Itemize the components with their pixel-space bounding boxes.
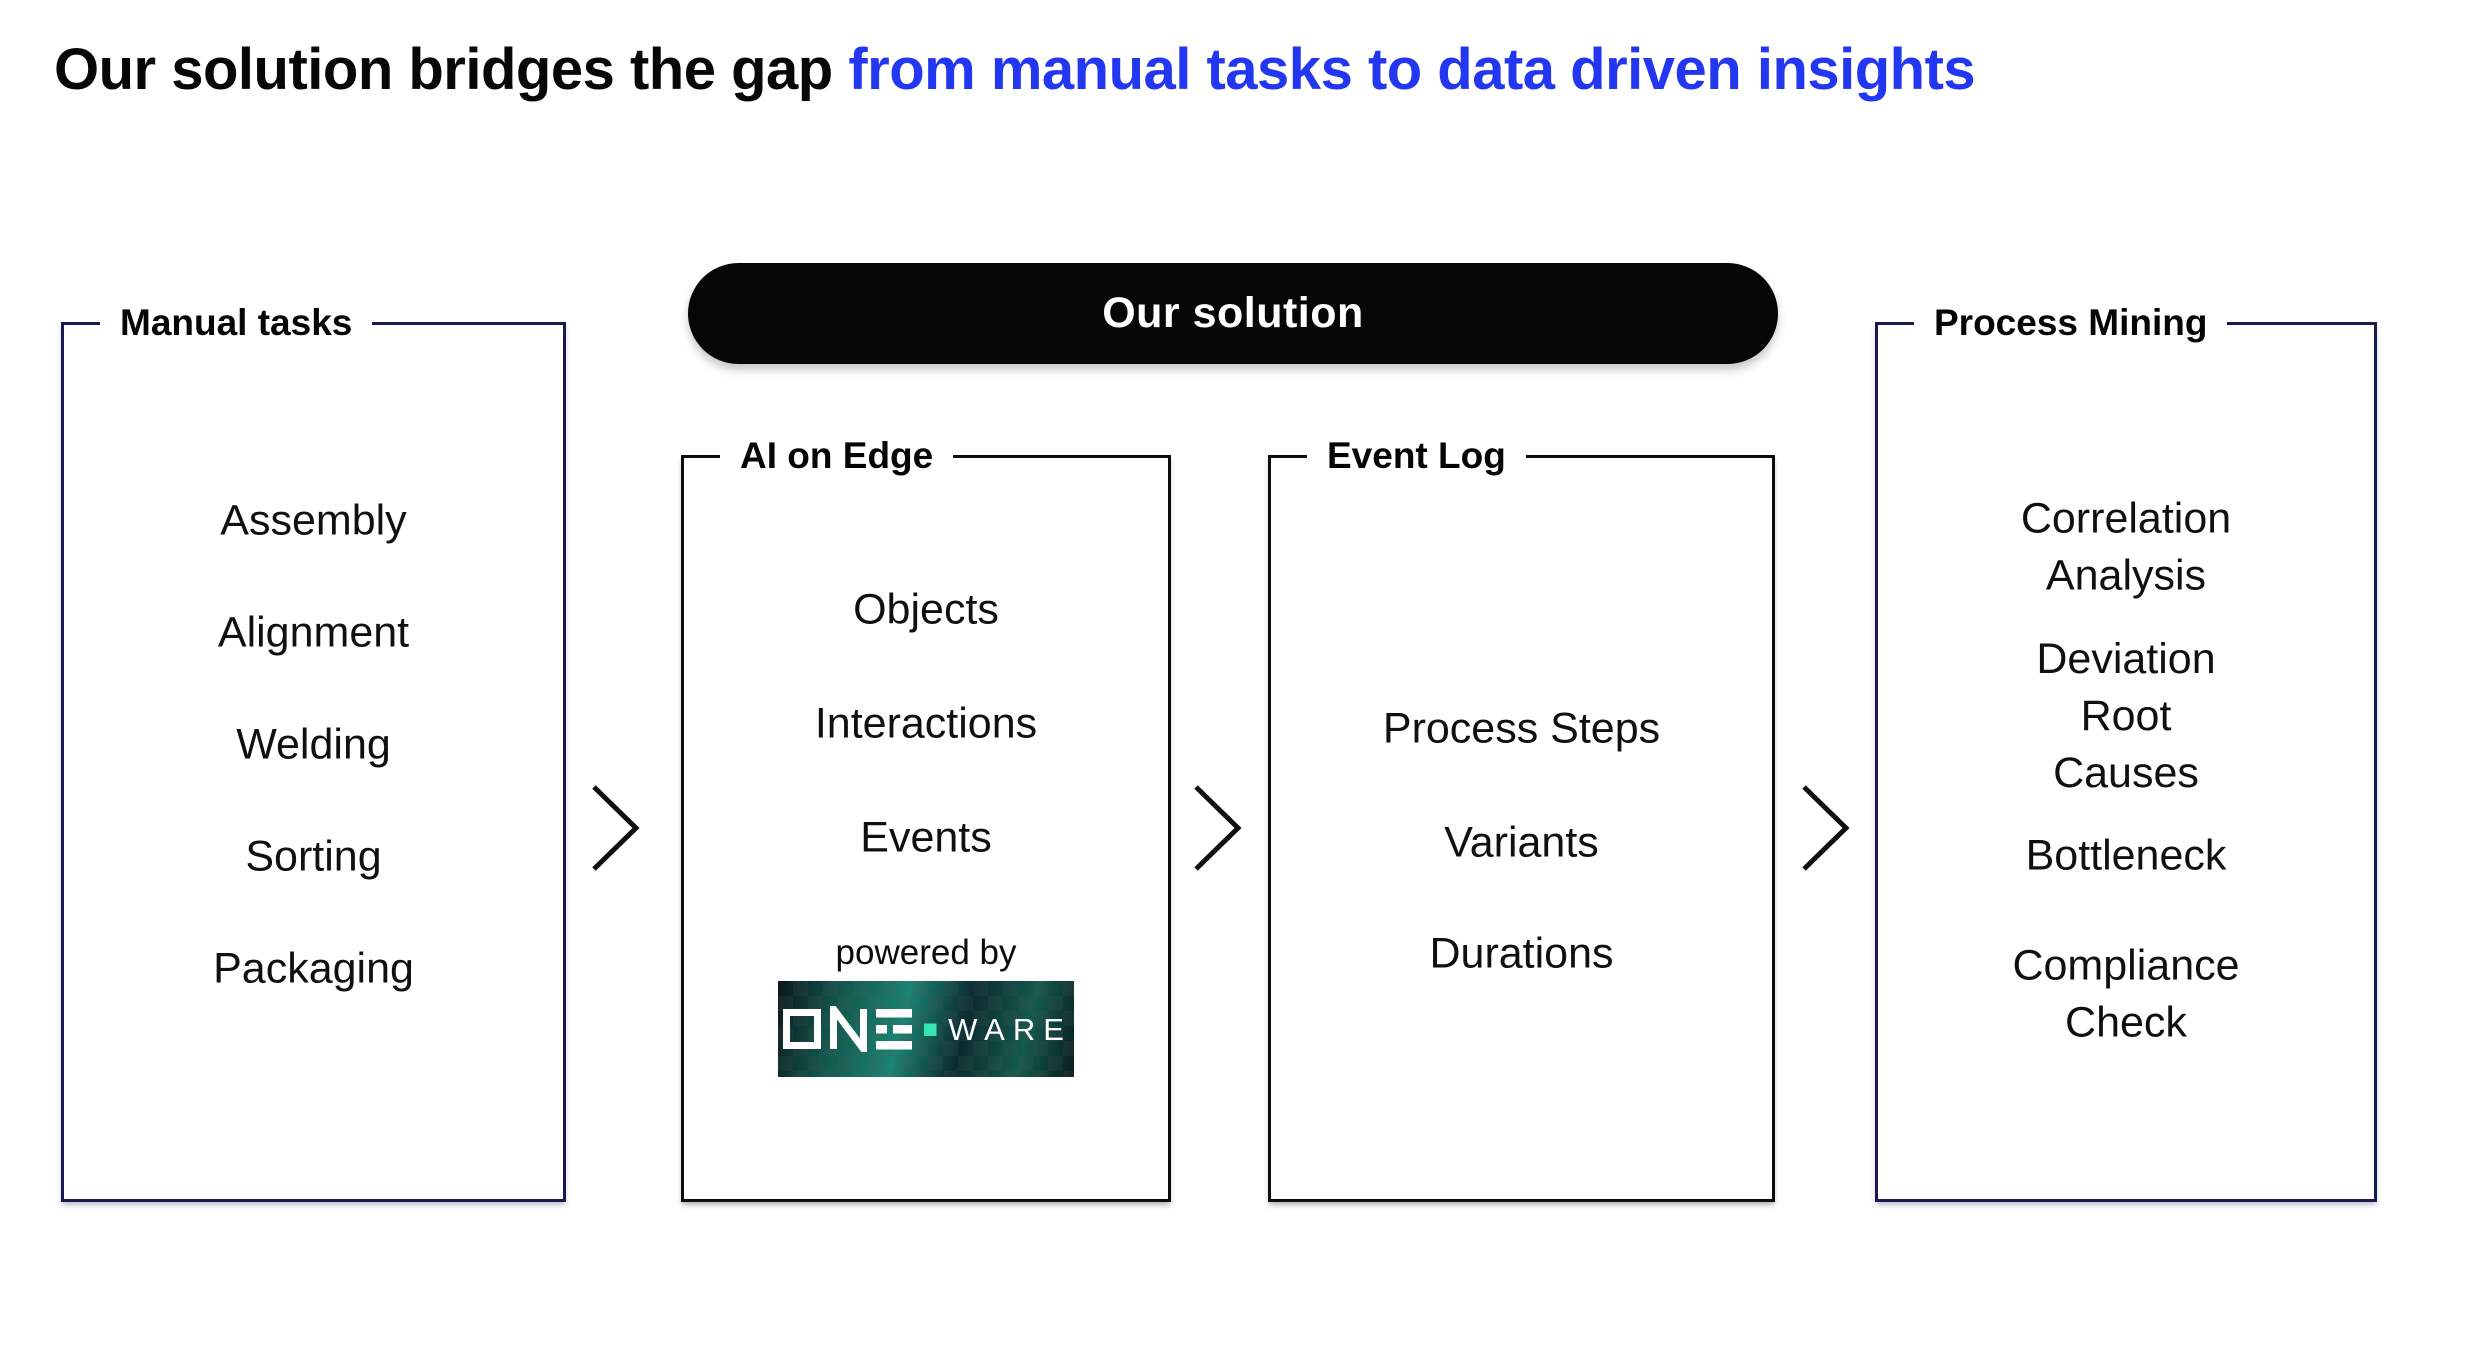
panel-event-log-label: Event Log	[1307, 435, 1526, 477]
panel-ai-on-edge-label: AI on Edge	[720, 435, 954, 477]
ai-on-edge-item: Interactions	[814, 699, 1038, 748]
manual-task-item: Sorting	[245, 832, 382, 881]
panel-event-log: Event Log Process Steps Variants Duratio…	[1268, 435, 1775, 1202]
our-solution-banner: Our solution	[688, 263, 1778, 364]
process-mining-item: Deviation Root Causes	[2036, 634, 2216, 797]
manual-task-item: Assembly	[220, 496, 407, 545]
manual-task-item: Welding	[236, 720, 391, 769]
panel-process-mining: Process Mining Correlation Analysis Devi…	[1875, 302, 2377, 1202]
our-solution-banner-label: Our solution	[1102, 289, 1364, 337]
event-log-item: Variants	[1444, 818, 1599, 867]
oneware-one-glyphs	[783, 1006, 937, 1052]
event-log-item: Process Steps	[1382, 704, 1661, 753]
panel-ai-on-edge: AI on Edge Objects Interactions Events p…	[681, 435, 1171, 1202]
process-mining-item: Correlation Analysis	[2020, 494, 2232, 599]
powered-by-label: powered by	[835, 933, 1017, 972]
ai-on-edge-item: Objects	[853, 585, 999, 634]
oneware-ware-text: WARE	[948, 1011, 1072, 1047]
manual-task-item: Alignment	[217, 608, 410, 657]
manual-task-item: Packaging	[213, 944, 414, 993]
event-log-item: Durations	[1429, 929, 1614, 978]
process-mining-item: Compliance Check	[2012, 941, 2240, 1046]
logo-pixel-dot	[924, 1023, 937, 1036]
flow-arrow-icon	[592, 785, 640, 871]
flow-arrow-icon	[1194, 785, 1242, 871]
slide-title-blue-part: from manual tasks to data driven insight…	[848, 37, 1976, 102]
oneware-logo: WARE	[778, 981, 1074, 1077]
panel-process-mining-label: Process Mining	[1914, 302, 2228, 344]
process-mining-item: Bottleneck	[2025, 831, 2227, 880]
panel-manual-tasks-label: Manual tasks	[100, 302, 373, 344]
panel-manual-tasks: Manual tasks Assembly Alignment Welding …	[61, 302, 566, 1202]
ai-on-edge-item: Events	[860, 813, 992, 862]
slide-title: Our solution bridges the gap from manual…	[54, 36, 1976, 103]
flow-arrow-icon	[1802, 785, 1850, 871]
slide-title-black-part: Our solution bridges the gap	[54, 37, 849, 102]
